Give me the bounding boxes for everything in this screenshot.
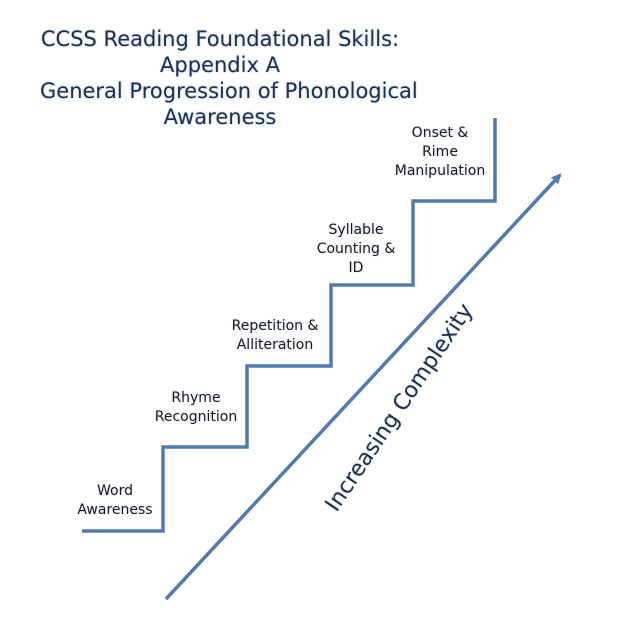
step-label-line: ID [348,260,364,276]
step-rhyme-recognition: Rhyme Recognition [146,389,246,427]
title-line: General Progression of Phonological [40,79,418,103]
step-repetition-alliteration: Repetition & Alliteration [222,317,328,355]
step-label-line: Rhyme [171,390,221,406]
complexity-arrow [164,173,562,601]
step-label-line: Alliteration [236,337,314,353]
step-label-line: Onset & [411,125,469,141]
diagram-title: CCSS Reading Foundational Skills: Append… [40,26,418,130]
step-label-line: Rime [422,144,458,160]
step-label-line: Word [97,483,133,499]
step-label-line: Syllable [328,222,384,238]
title-line: CCSS Reading Foundational Skills: [40,27,400,51]
step-word-awareness: Word Awareness [70,482,160,520]
step-label-line: Awareness [77,502,153,518]
step-onset-rime-manipulation: Onset & Rime Manipulation [388,124,492,181]
step-label-line: Manipulation [394,163,486,179]
title-line: Appendix A [160,53,280,77]
step-label-line: Counting & [316,241,396,257]
step-label-line: Repetition & [231,318,319,334]
step-syllable-counting: Syllable Counting & ID [308,221,404,278]
step-label-line: Recognition [154,409,238,425]
staircase-outline [82,118,497,533]
title-line: Awareness [163,105,277,129]
